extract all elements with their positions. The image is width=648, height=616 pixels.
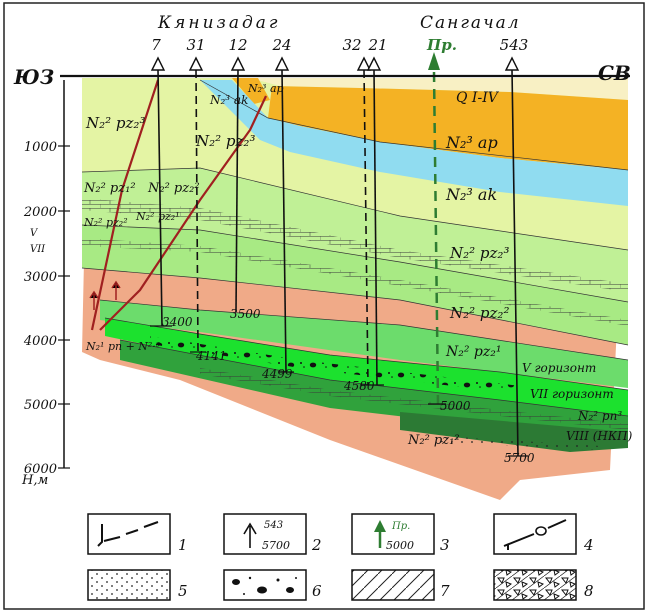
depth-axis-ticks [58,145,70,469]
productive-unit-green [100,300,628,388]
strata-label: N₂² pz₂³ [85,114,145,132]
horizon-mark-vii: VII [30,244,46,255]
well-label: 32 [342,36,361,54]
well-lines [157,69,519,457]
well-label: 7 [151,36,161,54]
legend-fault-icon [97,521,159,547]
legend-well-bottom: 5700 [262,539,290,552]
legend-proposed-bottom: 5000 [386,539,414,552]
strata-label: N₂² pz₂² [449,304,509,322]
depth-tick: 4000 [23,334,57,349]
legend-box-2 [223,513,307,555]
depth-mark: 4499 [261,367,293,381]
area-label-right: Сангачал [420,13,521,33]
apsheron-wedge [232,78,270,104]
depth-mark: 4580 [343,379,375,393]
well-label: 21 [367,36,387,54]
legend-proposed-arrow [374,520,386,532]
strata-label: N₂¹ pп + N²·³ [85,340,160,353]
depth-tick: 2000 [23,205,57,220]
nkp-unit [400,412,628,452]
horizon-labels: V горизонт VII горизонт VIII (НКП) [522,361,633,443]
legend-box-3 [351,513,435,555]
depth-mark: 3400 [162,315,193,329]
horizon-mark-v: V [30,228,39,239]
direction-ne: СВ [598,61,631,85]
well-bottom-marks [150,325,528,457]
depth-mark: 5000 [440,399,471,413]
horizon-label: V горизонт [522,361,596,375]
depth-unit-label: Н,м [21,473,48,488]
well-label: 12 [228,36,247,54]
strata-label: N₂² pп³ [577,409,622,423]
legend-well-top: 543 [264,520,283,531]
legend-num: 5 [178,582,188,600]
legend-num: 4 [583,536,594,554]
strata-label: N₂² pz₁² [407,433,460,448]
depth-mark: 3500 [230,307,261,321]
legend-box-5 [87,569,171,601]
depth-tick: 3000 [24,270,57,285]
proposed-well-arrow [428,52,440,70]
well-labels: 7 31 12 24 32 21 Пр. 543 [151,36,528,54]
well-heads [150,56,520,71]
strata-label: N₂² pz₂¹ [445,344,502,360]
well-label: 31 [186,36,205,54]
legend-box-6 [223,569,307,601]
legend-box-7 [351,569,435,601]
legend-num: 6 [312,582,322,600]
legend-displacement-circle [535,526,547,536]
akchagyl-unit [200,80,628,206]
well-label-proposed: Пр. [426,36,457,54]
strata-label: N₂² pz₂² [147,181,200,196]
apsheron-unit [268,86,628,170]
well-label: 24 [271,36,291,54]
legend-num: 8 [584,582,594,600]
quaternary-unit [250,78,628,100]
faults [90,79,267,331]
horizon-label: VII горизонт [530,387,614,401]
strata-labels: Q I-IV N₂³ ap N₂³ ak N₂³ ak N₂² pz₂³ N₂²… [83,82,622,448]
strata-label: N₂³ ak [445,185,497,204]
legend-pebbles-icon [232,576,297,595]
depth-tick-labels: 1000 2000 3000 4000 5000 6000 [23,140,57,477]
strata-label: N₂² pz₂³ [449,244,509,262]
conglomerate-layer [105,318,628,416]
depth-tick: 6000 [24,462,57,477]
depth-tick: 1000 [24,140,57,155]
direction-sw: ЮЗ [13,65,54,89]
fault-arrows [89,280,121,310]
horizon-label: VIII (НКП) [566,429,633,443]
brick-band-upper [82,198,628,292]
brick-band-middle [82,238,628,326]
pebble-band [150,336,520,392]
legend-num: 1 [178,536,188,554]
strata-label: N₂³ ak [209,93,248,107]
depth-mark: 5700 [504,451,535,465]
strata-label: N₂² pz₂² [83,216,128,229]
strata-label: N₂³ ap [445,133,498,152]
legend-num: 3 [440,536,450,554]
area-label-left: Кянизадаг [157,13,280,33]
legend: 1 543 5700 2 Пр. 5000 3 4 5 6 [87,513,594,601]
proposed-well-line [432,71,440,405]
legend-box-8 [493,569,577,601]
depth-tick: 5000 [24,398,57,413]
legend-num: 2 [311,536,322,554]
strata-label: Q I-IV [456,90,500,106]
legend-well-icon [243,522,257,548]
strata-label: N₂² pz₂³ [195,132,255,150]
legend-num: 7 [440,582,450,600]
strata-label: N₂³ ap [247,82,284,95]
depth-mark: 4141 [195,349,227,363]
well-label: 543 [500,36,529,54]
strata-label: N₂² pz₁² [83,181,136,196]
strata-label: N₂² pz₂¹ [135,210,180,223]
depth-marks: 3500 3400 4141 4499 4580 5000 5700 [162,307,535,465]
legend-proposed-top: Пр. [391,521,410,532]
brick-band-lower [200,368,628,430]
sand-band [440,436,600,450]
